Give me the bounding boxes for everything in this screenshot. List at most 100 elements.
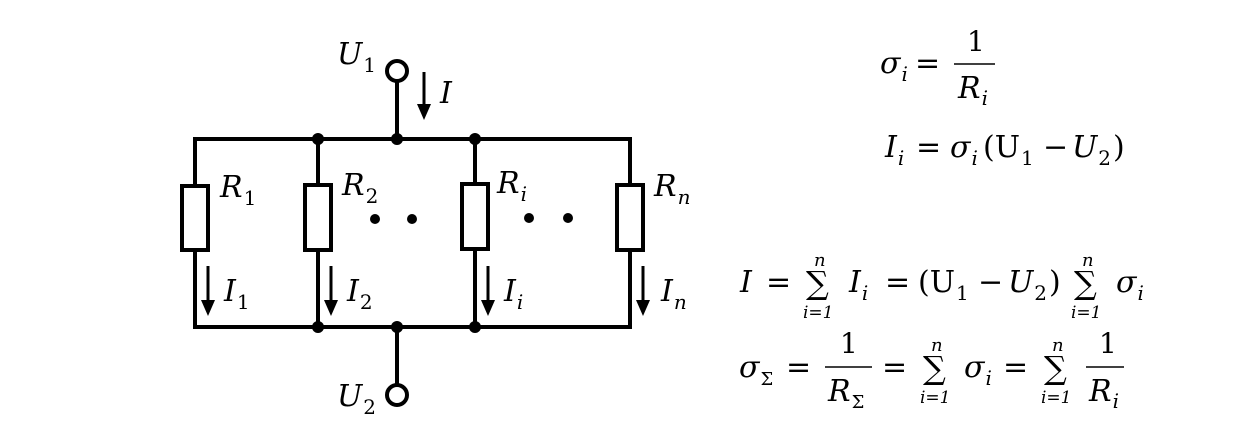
junction-dot	[469, 321, 481, 333]
label-sub: n	[678, 185, 691, 209]
paren-term: (U	[983, 130, 1020, 165]
label-main: U	[337, 379, 364, 414]
equals-sign: =	[885, 265, 910, 300]
label-main: R	[496, 166, 520, 201]
equals-sign: =	[882, 350, 907, 385]
resistor-rn	[615, 183, 645, 252]
symbol-sub: i	[898, 146, 904, 170]
sum-upper-limit: n	[931, 335, 943, 356]
symbol-main: R	[1088, 374, 1112, 409]
svg-text:Ri: Ri	[957, 71, 988, 110]
symbol-main: σ	[950, 130, 972, 165]
label-sub: 2	[363, 395, 376, 419]
svg-text:σi: σi	[880, 46, 908, 86]
svg-text:σΣ: σΣ	[739, 350, 773, 390]
current-arrow-i	[481, 266, 495, 316]
fraction-numerator: 1	[1099, 327, 1117, 360]
resistor-label-rn: Rn	[653, 169, 690, 209]
label-main: R	[341, 168, 365, 203]
terminal-u2	[385, 383, 409, 407]
svg-text:Ri: Ri	[1088, 374, 1119, 413]
symbol-sub: 1	[956, 281, 969, 305]
svg-text:U2: U2	[1072, 130, 1111, 170]
total-current-label: I	[439, 76, 453, 111]
current-arrow-2	[324, 266, 338, 316]
label-sub: 1	[363, 53, 376, 77]
close-paren: )	[1049, 265, 1061, 300]
equals-sign: =	[915, 46, 940, 81]
symbol-sub: 2	[1034, 281, 1047, 305]
equals-sign: =	[786, 350, 811, 385]
symbol-main: U	[1072, 130, 1099, 165]
formula-total-conductance: σΣ = 1 RΣ = n ∑ i=1 σi = n ∑ i=1 1 Ri	[739, 327, 1124, 413]
symbol-sub: i	[862, 281, 868, 305]
formula-conductance: σi = 1 Ri	[880, 25, 995, 110]
sum-symbol: ∑	[923, 349, 946, 387]
label-sub: n	[674, 290, 687, 314]
svg-text:RΣ: RΣ	[827, 374, 864, 413]
current-arrow-total	[417, 72, 431, 120]
label-sub: 2	[360, 290, 373, 314]
fraction-numerator: 1	[840, 327, 858, 360]
symbol-sub: i	[971, 146, 977, 170]
terminal-label-u1: U1	[337, 37, 376, 77]
equals-sign: =	[916, 130, 941, 165]
current-label-ii: Ii	[503, 274, 523, 314]
fraction-numerator: 1	[967, 25, 985, 58]
sum-symbol: ∑	[806, 264, 829, 302]
label-main: R	[653, 169, 677, 204]
symbol-sub: i	[1113, 389, 1119, 413]
symbol-sub: 1	[1021, 146, 1034, 170]
symbol-sub: Σ	[760, 369, 773, 390]
svg-text:U2: U2	[1008, 265, 1047, 305]
ellipsis-dot	[524, 213, 534, 223]
equals-sign: =	[1003, 350, 1028, 385]
ellipsis-dot	[370, 214, 380, 224]
label-sub: i	[521, 182, 527, 206]
resistor-label-ri: Ri	[496, 166, 527, 206]
sum-symbol: ∑	[1044, 349, 1067, 387]
svg-text:(U1: (U1	[983, 130, 1034, 170]
resistor-label-r2: R2	[341, 168, 378, 208]
sum-lower-limit: i=1	[920, 388, 951, 408]
ellipsis-dot	[563, 213, 573, 223]
symbol-sub: i	[985, 366, 991, 390]
junction-dot	[312, 321, 324, 333]
paren-term: (U	[918, 265, 955, 300]
equals-sign: =	[766, 265, 791, 300]
symbol-sub: Σ	[852, 392, 865, 413]
sum-symbol: ∑	[1074, 264, 1097, 302]
sum-upper-limit: n	[1052, 335, 1064, 356]
symbol-main: I	[848, 265, 862, 300]
symbol-main: I	[884, 130, 898, 165]
symbol-sub: 2	[1098, 146, 1111, 170]
circuit: U1 U2 I R1 R2 Ri Rn I1 I2 Ii In	[180, 37, 690, 419]
resistor-label-r1: R1	[219, 170, 256, 210]
junction-dot	[391, 133, 403, 145]
minus-sign: −	[1043, 130, 1068, 165]
svg-text:σi: σi	[1116, 265, 1144, 305]
symbol-sub: i	[1137, 281, 1143, 305]
label-sub: 1	[244, 186, 257, 210]
resistor-ri	[460, 182, 490, 251]
resistor-r1	[180, 184, 210, 252]
sum-lower-limit: i=1	[1041, 388, 1072, 408]
symbol-main: U	[1008, 265, 1035, 300]
terminal-label-u2: U2	[337, 379, 376, 419]
junction-dot	[312, 133, 324, 145]
resistor-r2	[303, 183, 333, 252]
close-paren: )	[1113, 130, 1125, 165]
symbol-sub: i	[982, 86, 988, 110]
svg-text:Ii: Ii	[848, 265, 868, 305]
svg-text:σi: σi	[950, 130, 978, 170]
formula-total-current: I = n ∑ i=1 Ii = (U1 − U2 ) n ∑ i=1 σi	[739, 250, 1144, 323]
formula-branch-current: Ii = σi (U1 − U2 )	[884, 130, 1125, 170]
symbol-sub: i	[901, 62, 907, 86]
sum-lower-limit: i=1	[1071, 303, 1102, 323]
current-label-i1: I1	[223, 274, 250, 314]
symbol-main: σ	[964, 350, 986, 385]
junction-dot	[469, 133, 481, 145]
label-main: I	[439, 76, 453, 111]
svg-text:σi: σi	[964, 350, 992, 390]
